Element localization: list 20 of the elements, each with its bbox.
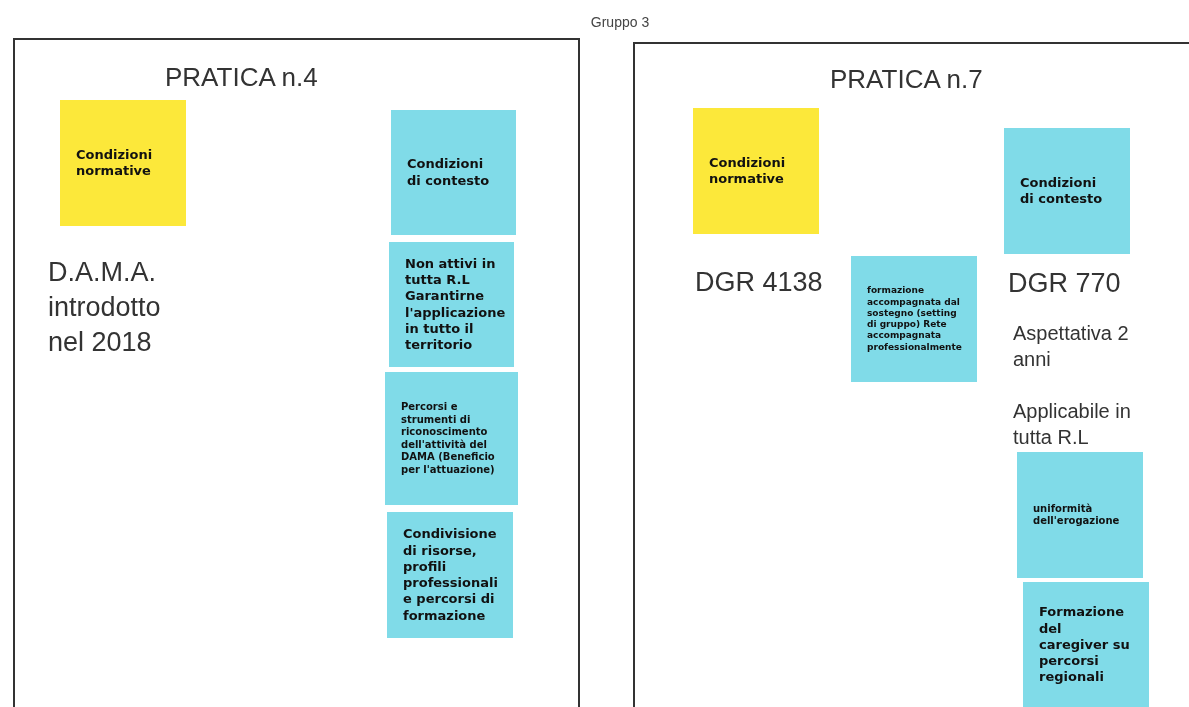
note-text: Aspettativa 2 anni bbox=[1013, 321, 1130, 372]
sticky-note: Condizioni normative bbox=[60, 100, 186, 226]
frame-heading: PRATICA n.4 bbox=[165, 62, 318, 93]
page-title: Gruppo 3 bbox=[590, 14, 650, 30]
sticky-note: uniformità dell'erogazione bbox=[1017, 452, 1143, 578]
sticky-note: Condizioni di contesto bbox=[391, 110, 516, 235]
practice-frame bbox=[13, 38, 580, 707]
practice-frame bbox=[633, 42, 1189, 707]
sticky-note: Condivisione di risorse, profili professionali e percorsi di formazione bbox=[387, 512, 513, 638]
note-text: Applicabile in tutta R.L bbox=[1013, 399, 1132, 450]
sticky-note: Non attivi in tutta R.L Garantirne l'applicazione in tutto il territorio bbox=[389, 242, 514, 367]
frame-heading: PRATICA n.7 bbox=[830, 64, 983, 95]
note-text: D.A.M.A. introdotto nel 2018 bbox=[48, 256, 162, 360]
sticky-note: formazione accompagnata dal sostegno (setting di gruppo) Rete accompagnata professionalmente bbox=[851, 256, 977, 382]
sticky-note: Condizioni normative bbox=[693, 108, 819, 234]
sticky-note: Condizioni di contesto bbox=[1004, 128, 1130, 254]
sticky-note: Formazione del caregiver su percorsi regionali bbox=[1023, 582, 1149, 707]
sticky-note: Percorsi e strumenti di riconoscimento dell'attività del DAMA (Beneficio per l'attuazione) bbox=[385, 372, 518, 505]
note-text: DGR 770 bbox=[1008, 267, 1122, 300]
note-text: DGR 4138 bbox=[695, 266, 824, 299]
